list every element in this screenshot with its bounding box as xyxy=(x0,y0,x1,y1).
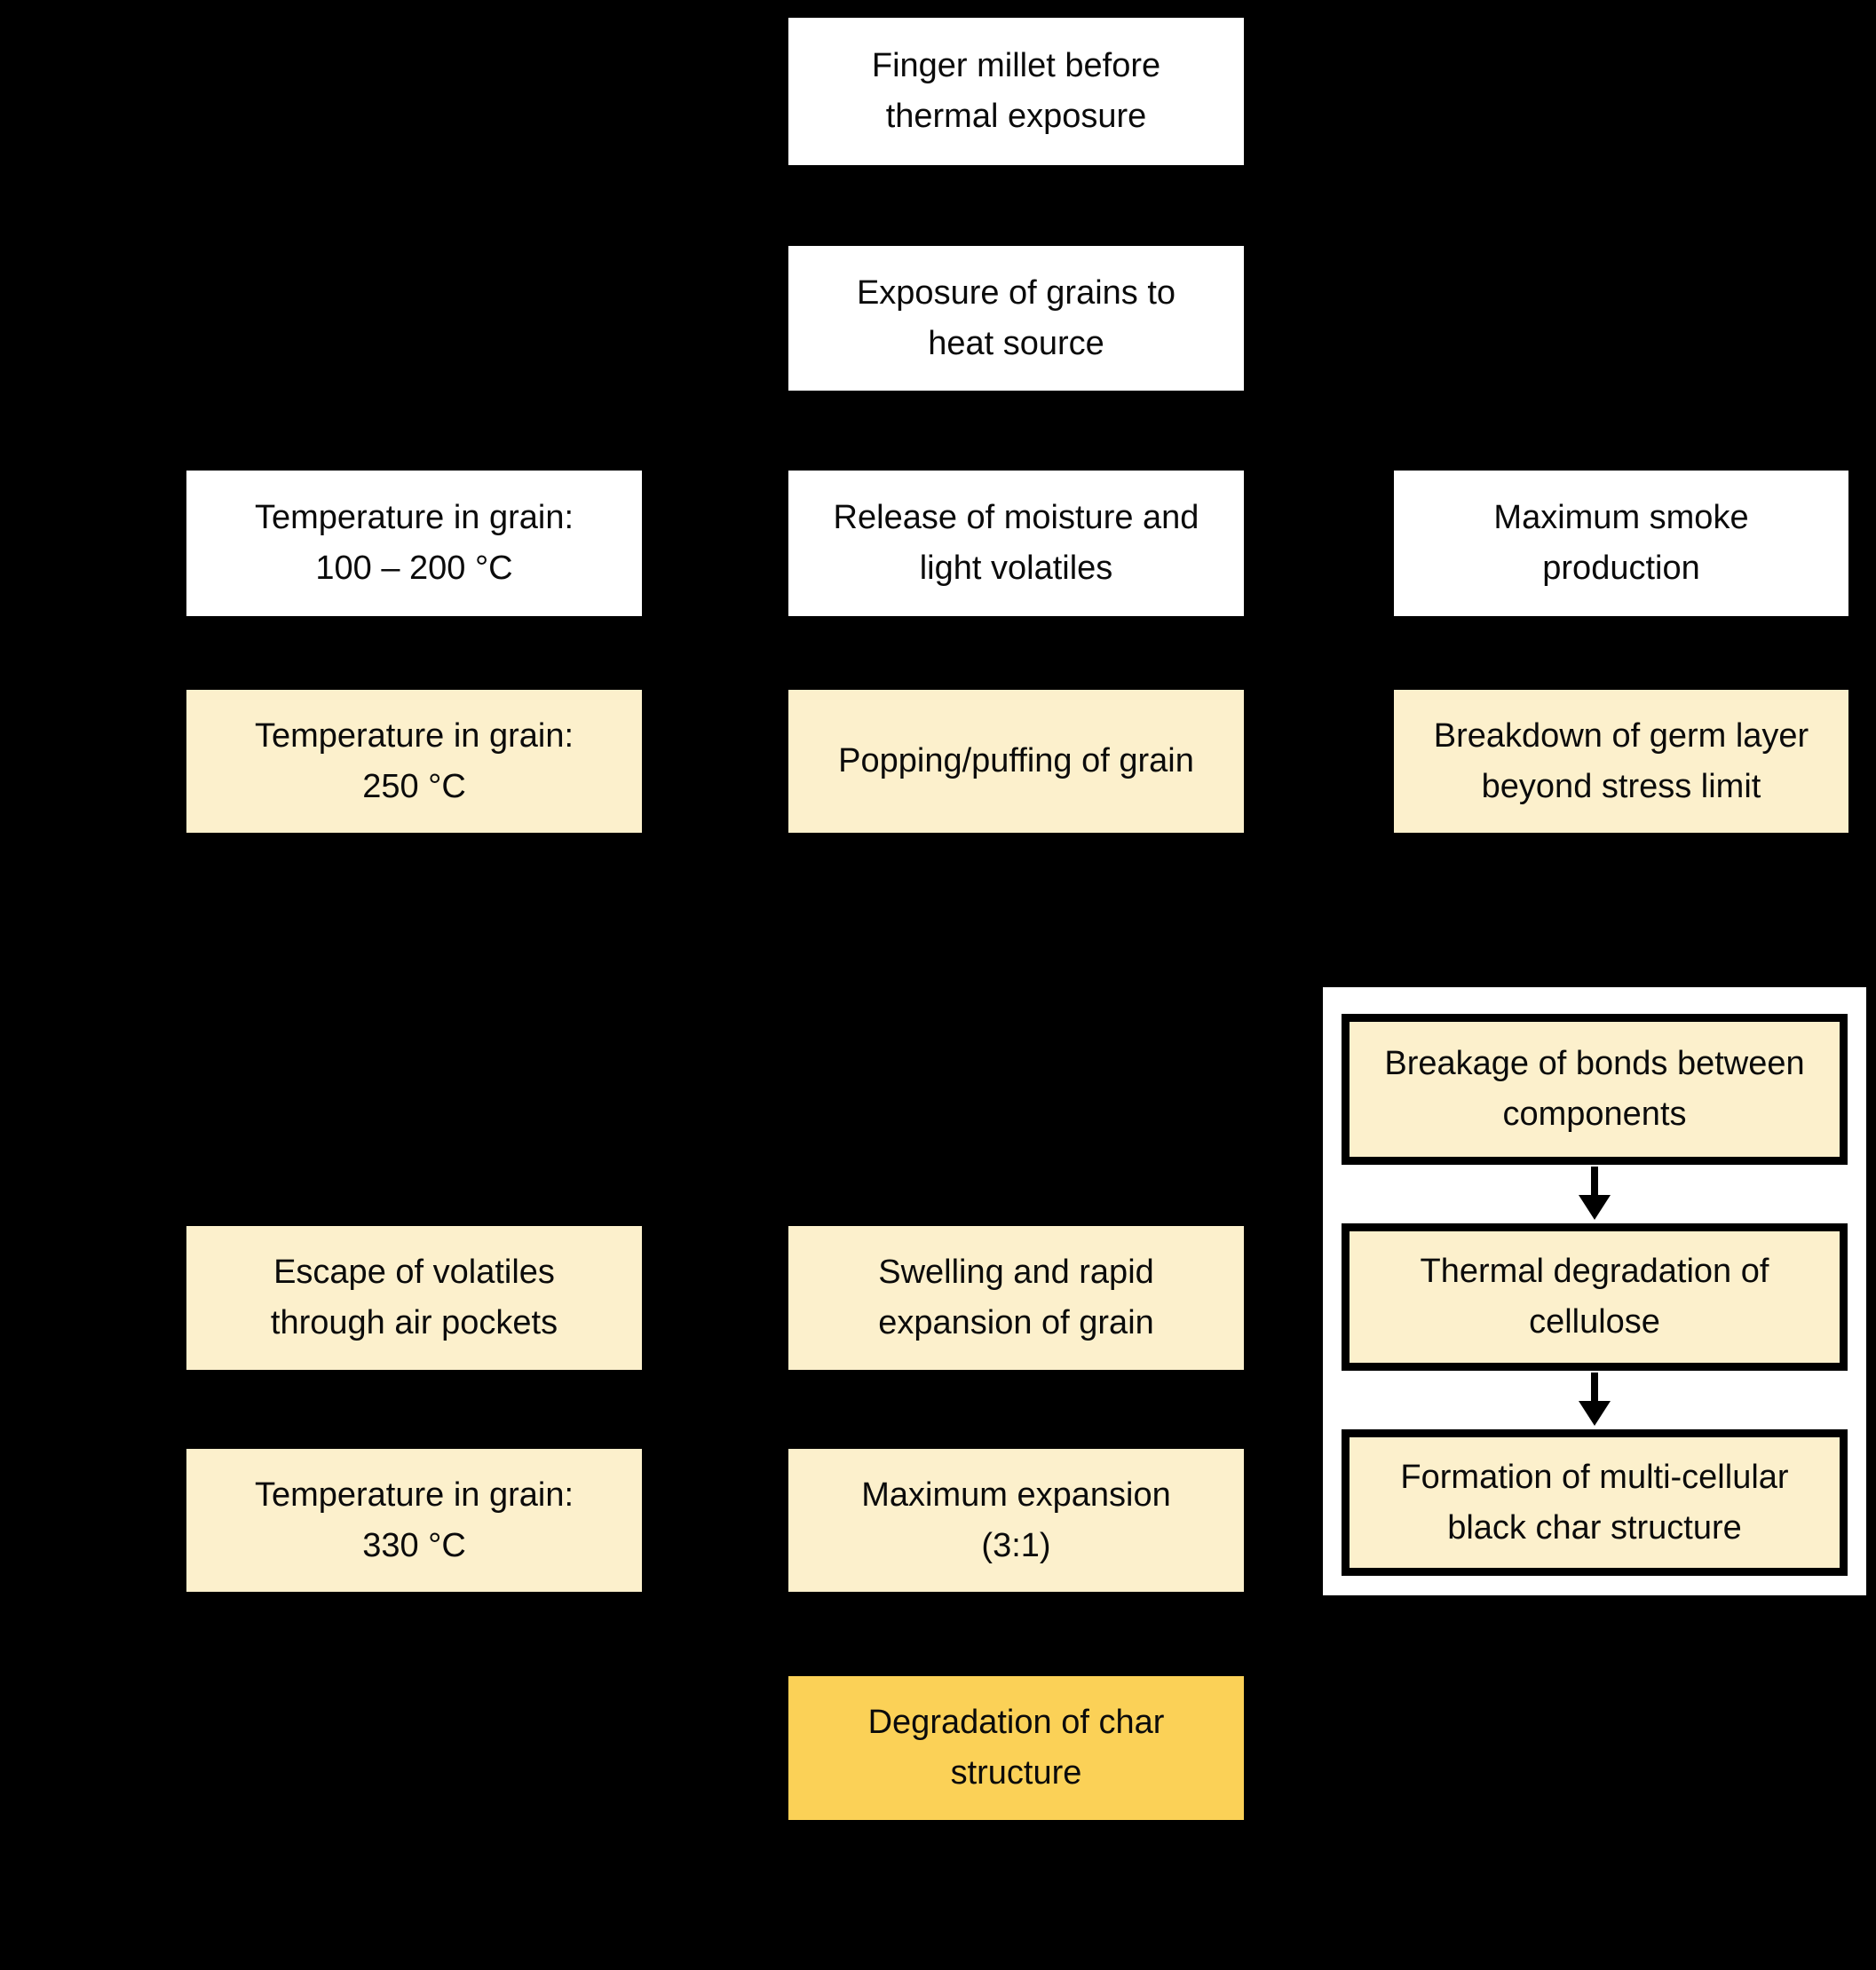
node-max-smoke: Maximum smoke production xyxy=(1394,471,1848,616)
node-temp-100-200-label: Temperature in grain: 100 – 200 °C xyxy=(254,499,574,587)
node-degradation-char-label: Degradation of char structure xyxy=(867,1704,1165,1792)
char-formation-group: Breakage of bonds between components The… xyxy=(1323,987,1866,1595)
node-max-smoke-label: Maximum smoke production xyxy=(1493,499,1749,587)
node-popping-label: Popping/puffing of grain xyxy=(838,742,1194,779)
node-escape-volatiles-label: Escape of volatiles through air pockets xyxy=(270,1254,558,1341)
node-temp-330-label: Temperature in grain: 330 °C xyxy=(254,1476,574,1564)
arrow-down-icon xyxy=(1579,1373,1611,1426)
node-escape-volatiles: Escape of volatiles through air pockets xyxy=(186,1226,642,1370)
node-breakdown-germ-label: Breakdown of germ layer beyond stress li… xyxy=(1433,716,1809,805)
node-release-moisture: Release of moisture and light volatiles xyxy=(788,471,1244,616)
group-step-char-formation: Formation of multi-cellular black char s… xyxy=(1342,1429,1848,1576)
node-temp-250-label: Temperature in grain: 250 °C xyxy=(254,716,574,805)
node-degradation-char: Degradation of char structure xyxy=(788,1676,1244,1820)
node-breakdown-germ: Breakdown of germ layer beyond stress li… xyxy=(1394,690,1848,833)
arrow-down-icon xyxy=(1579,1167,1611,1220)
group-step-breakage-bonds: Breakage of bonds between components xyxy=(1342,1014,1848,1165)
node-max-expansion: Maximum expansion (3:1) xyxy=(788,1449,1244,1592)
group-step-breakage-bonds-label: Breakage of bonds between components xyxy=(1384,1045,1805,1133)
group-step-char-formation-label: Formation of multi-cellular black char s… xyxy=(1400,1458,1789,1547)
node-temp-100-200: Temperature in grain: 100 – 200 °C xyxy=(186,471,642,616)
node-release-moisture-label: Release of moisture and light volatiles xyxy=(833,499,1199,587)
node-finger-millet-label: Finger millet before thermal exposure xyxy=(871,47,1161,135)
node-exposure-heat: Exposure of grains to heat source xyxy=(788,246,1244,391)
node-exposure-heat-label: Exposure of grains to heat source xyxy=(856,273,1176,362)
node-swelling: Swelling and rapid expansion of grain xyxy=(788,1226,1244,1370)
node-popping: Popping/puffing of grain xyxy=(788,690,1244,833)
node-max-expansion-label: Maximum expansion (3:1) xyxy=(861,1476,1171,1564)
group-step-thermal-degradation: Thermal degradation of cellulose xyxy=(1342,1223,1848,1371)
node-finger-millet: Finger millet before thermal exposure xyxy=(788,18,1244,165)
node-swelling-label: Swelling and rapid expansion of grain xyxy=(878,1254,1154,1341)
node-temp-250: Temperature in grain: 250 °C xyxy=(186,690,642,833)
group-step-thermal-degradation-label: Thermal degradation of cellulose xyxy=(1420,1253,1769,1341)
node-temp-330: Temperature in grain: 330 °C xyxy=(186,1449,642,1592)
